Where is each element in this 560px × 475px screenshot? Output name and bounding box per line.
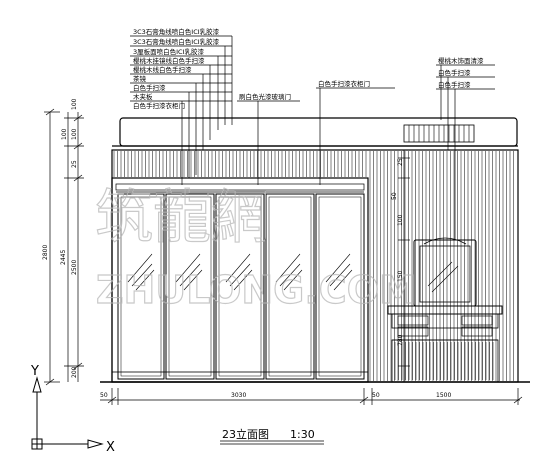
callout-left-9: 白色手扫漆衣柜门 — [133, 101, 185, 110]
dim-left-top-1: 100 — [71, 98, 78, 110]
dim-bottom-1: 50 — [100, 392, 108, 399]
dim-left-outer: 2800 — [42, 245, 49, 260]
dim-left-inner-3: 200 — [71, 366, 78, 378]
ucs-axis-icon — [31, 376, 104, 450]
callout-left-3: 3厘板面喷白色ICI乳胶漆 — [133, 47, 205, 56]
dim-right-3: 100 — [397, 214, 404, 226]
dimension-right — [398, 150, 410, 382]
dimension-bottom — [100, 388, 523, 405]
dimension-left — [44, 108, 84, 386]
watermark-cn: 筑龍網 — [95, 183, 269, 251]
callout-mid-2: 白色手扫漆衣柜门 — [318, 79, 370, 88]
dim-bottom-2: 3030 — [231, 392, 246, 399]
watermark-en: ZHULONG.COM — [96, 268, 417, 312]
dim-right-4: 150 — [397, 270, 404, 282]
dim-left-top-2: 100 — [61, 128, 68, 140]
callout-left-5: 樱桃木线白色手扫漆 — [133, 65, 192, 74]
callouts-left-group: 3C3石膏角线喷白色ICI乳胶漆 3C3石膏角线喷白色ICI乳胶漆 3厘板面喷白… — [130, 27, 233, 185]
callout-left-4: 樱桃木挂镜线白色手扫漆 — [133, 56, 205, 65]
watermark: 筑龍網 ZHULONG.COM — [94, 182, 417, 312]
dim-right-2: 50 — [391, 192, 398, 200]
drawing-title: 23立面图 — [222, 427, 269, 441]
callout-left-2: 3C3石膏角线喷白色ICI乳胶漆 — [133, 37, 220, 46]
drawing-scale: 1:30 — [290, 428, 315, 441]
dim-bottom-3: 50 — [372, 392, 380, 399]
callout-right-2: 白色手扫漆 — [438, 68, 471, 77]
callout-right-3: 白色手扫漆 — [438, 80, 471, 89]
dim-left-inner-1: 2445 — [60, 250, 67, 265]
callout-left-1: 3C3石膏角线喷白色ICI乳胶漆 — [133, 27, 220, 36]
dim-right-1: 25 — [397, 158, 404, 166]
axis-label-x: X — [106, 440, 115, 455]
dim-left-top-3: 100 — [71, 128, 78, 140]
dim-left-inner-2: 2500 — [71, 260, 78, 275]
callout-left-7: 白色手扫漆 — [133, 83, 166, 92]
callouts-mid-group: 刷白色光漆玻璃门 白色手扫漆衣柜门 — [237, 79, 395, 185]
dim-bottom-4: 1500 — [436, 392, 451, 399]
callouts-right-group: 樱桃木饰面清漆 白色手扫漆 白色手扫漆 — [436, 56, 495, 240]
dim-right-5: 780 — [397, 334, 404, 346]
wardrobe-elevation — [100, 117, 530, 383]
axis-label-y: Y — [30, 364, 39, 379]
callout-left-6: 茶镜 — [133, 74, 147, 83]
callout-mid: 刷白色光漆玻璃门 — [239, 92, 291, 101]
callout-left-8: 木夹板 — [133, 92, 153, 101]
dim-left-top-4: 25 — [71, 160, 78, 168]
callout-right-1: 樱桃木饰面清漆 — [438, 56, 484, 65]
